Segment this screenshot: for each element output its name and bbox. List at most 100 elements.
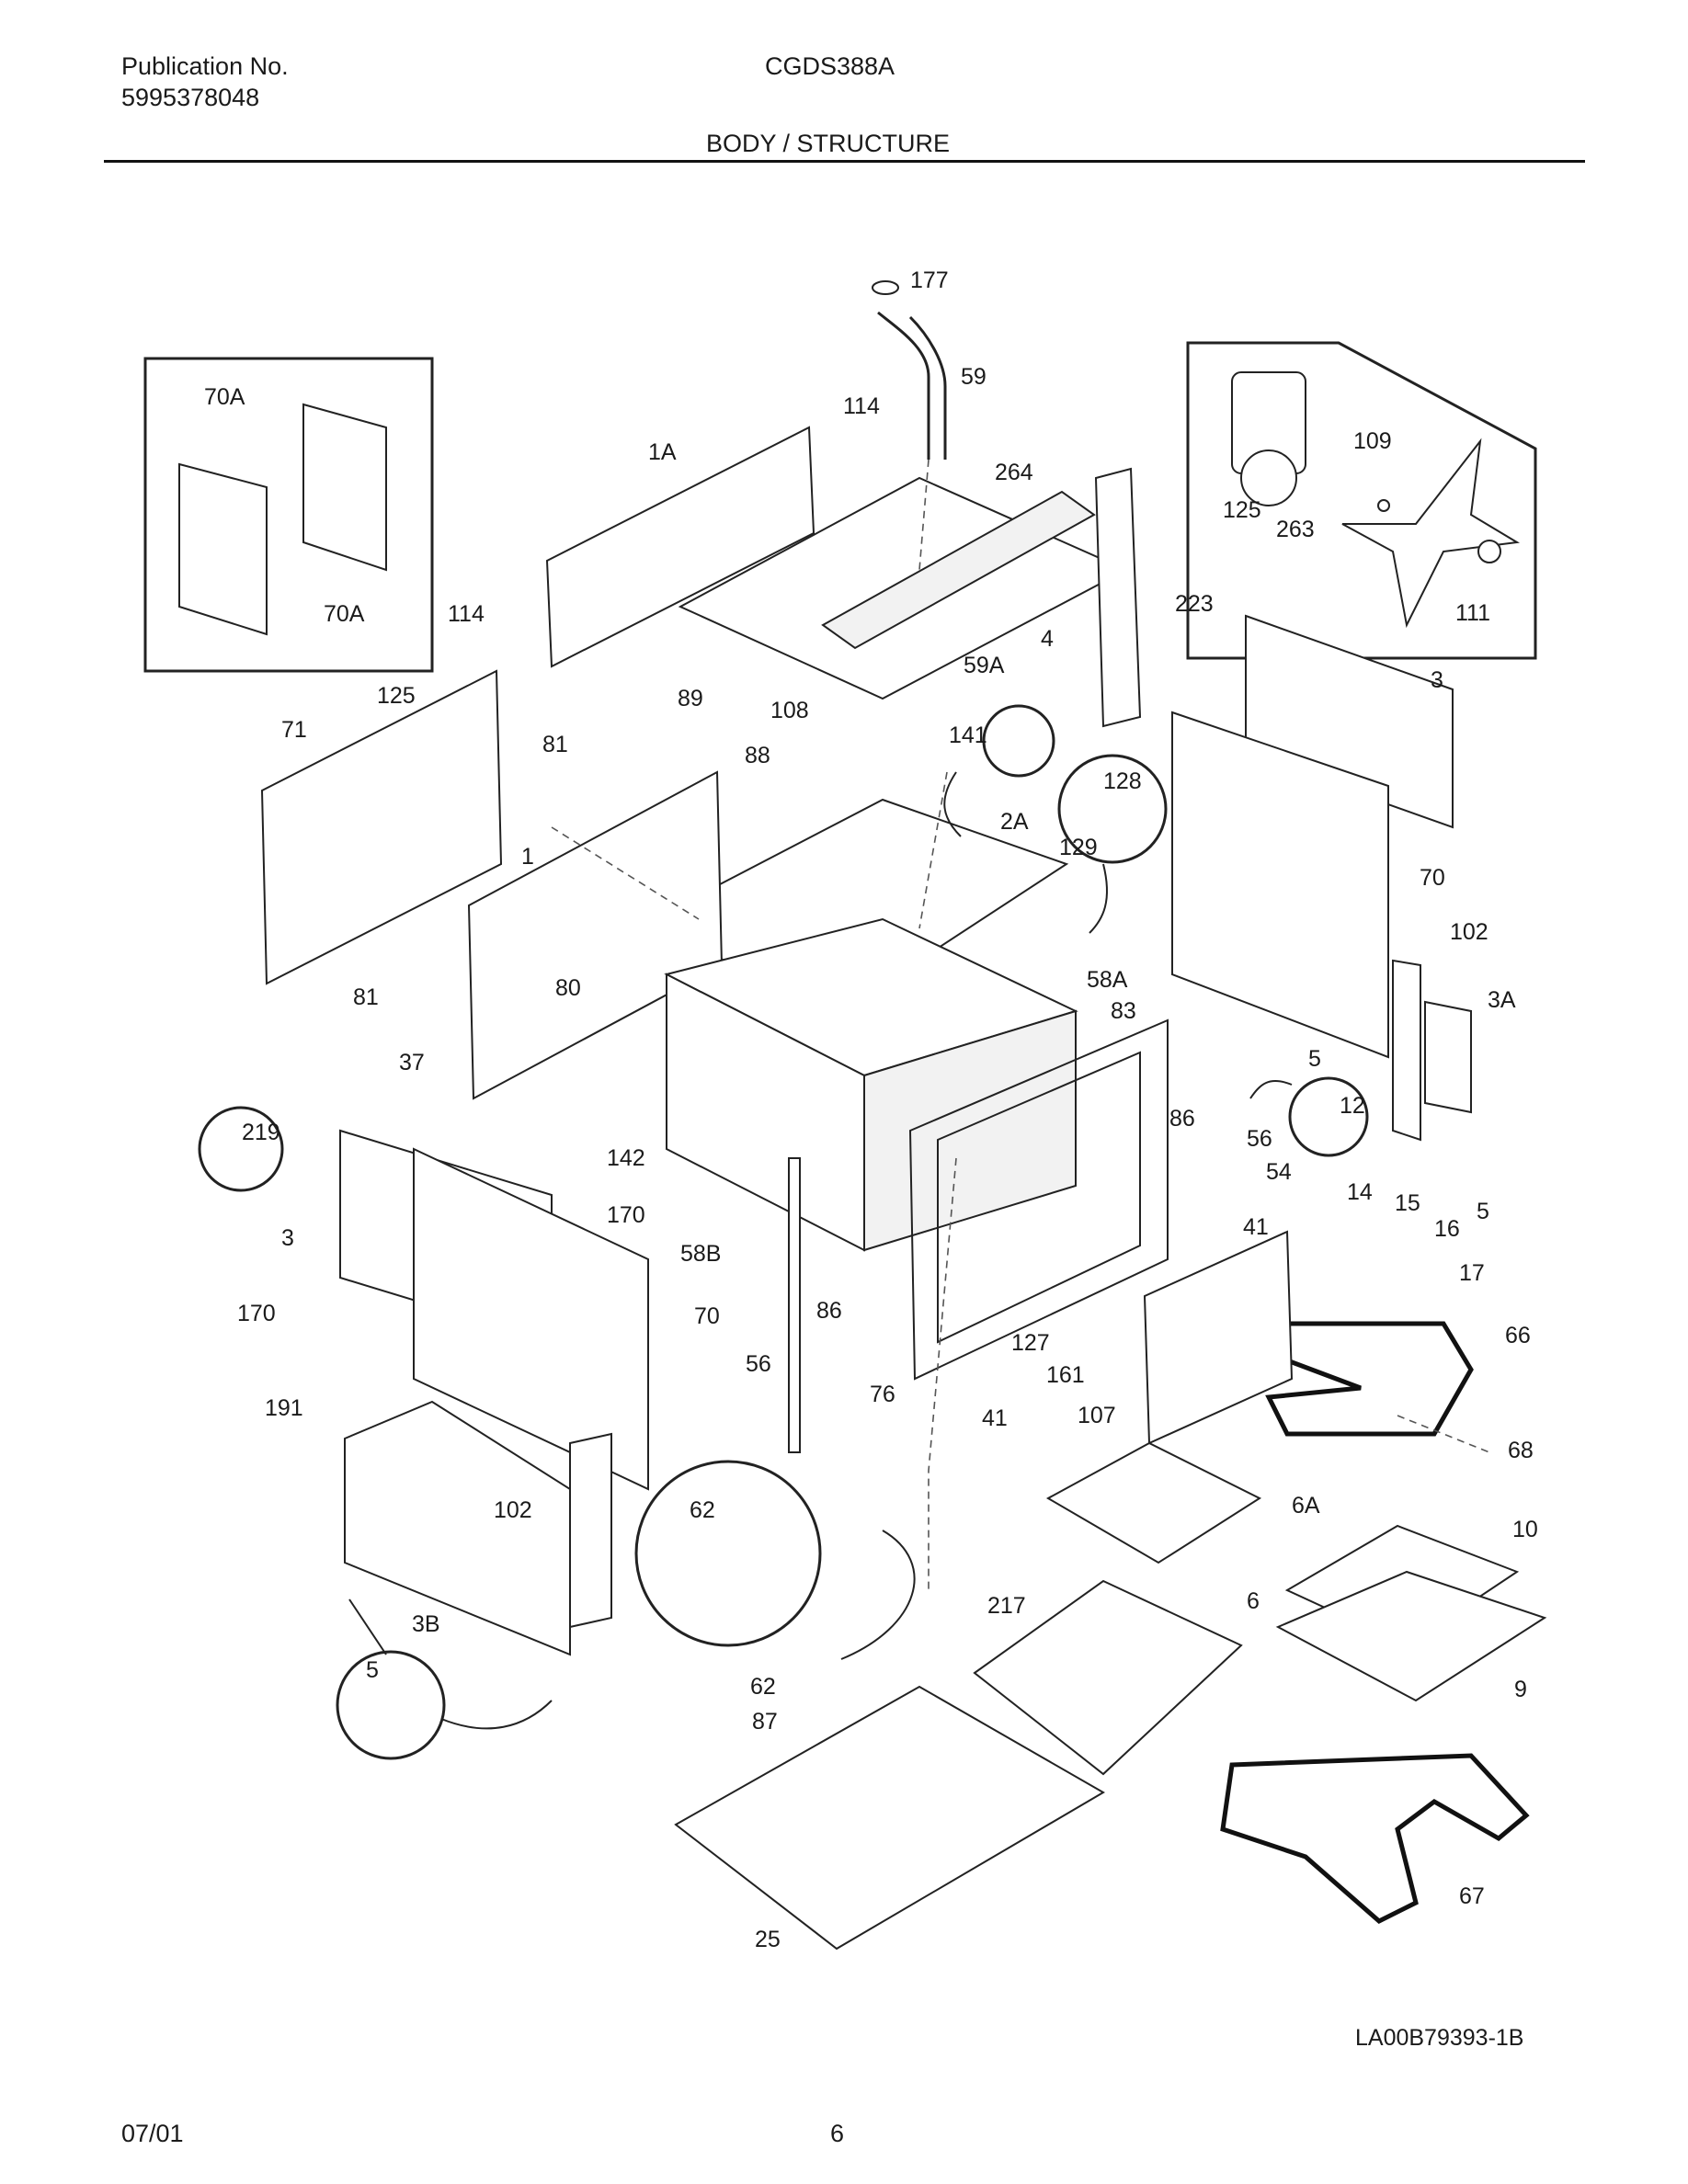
- callout-label: 114: [843, 393, 880, 419]
- callout-label: 87: [752, 1709, 778, 1735]
- bottom-panel-part: [674, 1685, 1105, 1951]
- callout-label: 102: [1450, 919, 1488, 945]
- side-trim-102-left-part: [569, 1432, 612, 1629]
- broiler-pan-part: [1275, 1570, 1547, 1702]
- callout-label: 6A: [1292, 1493, 1320, 1519]
- callout-label: 66: [1505, 1323, 1531, 1348]
- rack-6a-part: [1045, 1441, 1262, 1564]
- callout-label: 56: [746, 1351, 771, 1377]
- callout-label: 9: [1514, 1677, 1527, 1702]
- callout-label: 14: [1347, 1179, 1373, 1205]
- publication-number: 5995378048: [121, 84, 260, 111]
- callout-label: 6: [1247, 1588, 1260, 1614]
- callout-label: 128: [1103, 768, 1142, 794]
- callout-label: 3B: [412, 1611, 440, 1637]
- bake-element-part: [1220, 1753, 1530, 1924]
- callout-label: 3: [281, 1225, 294, 1251]
- callout-label: 170: [237, 1301, 276, 1326]
- side-trim-223-part: [1094, 467, 1142, 728]
- callout-label: 12: [1340, 1093, 1365, 1119]
- callout-label: 17: [1459, 1260, 1485, 1286]
- callout-label: 58B: [680, 1241, 721, 1267]
- callout-label: 70A: [204, 384, 245, 410]
- callout-label: 76: [870, 1382, 895, 1407]
- callout-label: 219: [242, 1120, 280, 1145]
- section-title: BODY / STRUCTURE: [706, 130, 951, 157]
- diagram-id: LA00B79393-1B: [1355, 2025, 1524, 2051]
- detail-circle-62: [634, 1460, 822, 1647]
- callout-label: 2A: [1000, 809, 1029, 835]
- rear-left-panel-part: [260, 669, 503, 985]
- detail-circle-128-129: [1057, 754, 1168, 864]
- header-rule: [104, 160, 1585, 163]
- detail-circle-12: [1288, 1076, 1369, 1157]
- callout-label: 191: [265, 1395, 303, 1421]
- detail-circle-5: [336, 1650, 446, 1760]
- footer-date: 07/01: [121, 2120, 184, 2147]
- callout-label: 108: [770, 698, 809, 723]
- callout-label: 127: [1011, 1330, 1050, 1356]
- detail-circle-219: [198, 1106, 284, 1192]
- strip-56-part: [788, 1157, 801, 1453]
- callout-label: 217: [987, 1593, 1026, 1619]
- rack-6-part: [973, 1579, 1243, 1776]
- callout-label: 142: [607, 1145, 645, 1171]
- side-panel-inset-parts: [178, 403, 387, 636]
- callout-label: 88: [745, 743, 770, 768]
- side-panel-70-left-part: [413, 1147, 649, 1491]
- callout-label: 111: [1455, 600, 1490, 626]
- callout-label: 67: [1459, 1883, 1485, 1909]
- convection-fan-motor-parts: [1231, 371, 1520, 629]
- callout-label: 54: [1266, 1159, 1292, 1185]
- callout-label: 62: [690, 1497, 715, 1523]
- inset-box-convection-fan: [1186, 341, 1537, 660]
- callout-label: 59: [961, 364, 987, 390]
- page-number: 6: [830, 2120, 845, 2147]
- callout-label: 170: [607, 1202, 645, 1228]
- callout-label: 56: [1247, 1126, 1272, 1152]
- callout-label: 10: [1512, 1517, 1538, 1542]
- element-shield-part: [1143, 1230, 1294, 1445]
- top-vent-duct-part: [821, 490, 1096, 650]
- callout-label: 125: [1223, 497, 1261, 523]
- callout-label: 86: [816, 1298, 842, 1324]
- publication-label: Publication No.: [121, 52, 289, 80]
- bottom-front-panel-part: [344, 1400, 571, 1656]
- callout-label: 25: [755, 1927, 781, 1952]
- callout-label: 3A: [1488, 987, 1516, 1013]
- callout-label: 1: [521, 844, 534, 870]
- callout-label: 5: [366, 1657, 379, 1683]
- callout-label: 71: [281, 717, 307, 743]
- broil-element-part: [1265, 1321, 1474, 1437]
- detail-circle-141: [982, 704, 1055, 778]
- callout-label: 70: [1420, 865, 1445, 891]
- callout-label: 161: [1046, 1362, 1085, 1388]
- detail-arrow: [440, 1700, 553, 1730]
- callout-label: 58A: [1087, 967, 1128, 993]
- model-number: CGDS388A: [765, 52, 895, 80]
- callout-label: 4: [1041, 626, 1054, 652]
- rear-panel-1a-part: [545, 426, 815, 668]
- detail-arrow: [943, 771, 962, 837]
- oven-cavity-part: [664, 917, 1078, 1252]
- callout-label: 177: [910, 267, 949, 293]
- inset-box-side-panels: [143, 357, 434, 673]
- callout-label: 15: [1395, 1190, 1420, 1216]
- callout-label: 3: [1431, 667, 1443, 693]
- callout-label: 263: [1276, 517, 1315, 542]
- callout-label: 16: [1434, 1216, 1460, 1242]
- detail-arrow: [840, 1530, 916, 1660]
- front-frame-part: [908, 1018, 1169, 1381]
- callout-label: 41: [1243, 1214, 1269, 1240]
- side-trim-102-right-part: [1392, 959, 1421, 1142]
- callout-label: 125: [377, 683, 416, 709]
- callout-label: 5: [1477, 1199, 1489, 1224]
- callout-label: 141: [949, 722, 987, 748]
- callout-label: 41: [982, 1405, 1008, 1431]
- detail-arrow: [1249, 1080, 1293, 1099]
- callout-label: 114: [448, 601, 485, 627]
- callout-label: 81: [353, 984, 379, 1010]
- side-panel-70-right-part: [1171, 711, 1389, 1059]
- callout-label: 5: [1308, 1046, 1321, 1072]
